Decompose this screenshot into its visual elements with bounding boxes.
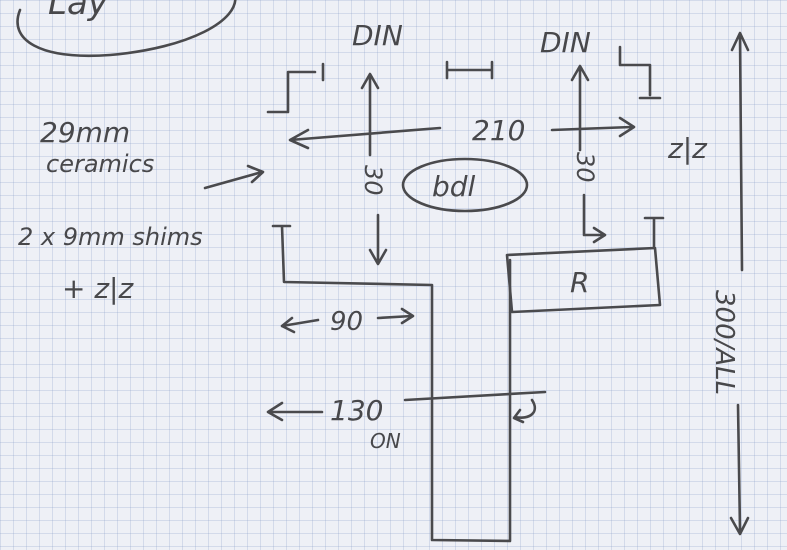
zlz-right-label: z|z (667, 132, 708, 165)
width-arrow-right (550, 116, 636, 138)
gap-right-label: 30 (571, 152, 599, 183)
dim-90-arrow-left (280, 316, 320, 334)
dim-90-arrow-right (376, 307, 415, 325)
on-label: ON (370, 429, 401, 453)
gap-arrow-right (582, 193, 607, 244)
corner-bracket-left (266, 62, 325, 114)
r-box-label: R (570, 266, 589, 299)
ceramics-label-line2: ceramics (46, 150, 154, 178)
vertical-total-arrow (729, 31, 750, 536)
width-arrow-left (288, 126, 442, 150)
din-label-left: DIN (352, 19, 403, 52)
bdl-bubble (401, 157, 529, 213)
dim-130-arrow-right (403, 390, 547, 424)
dim-130-arrow-left (266, 401, 324, 422)
ceramics-pointer-arrow (203, 164, 265, 190)
main-l-outline (271, 224, 512, 543)
dim-90-label: 90 (330, 307, 363, 337)
up-arrow-right (570, 64, 590, 152)
up-arrow-left (360, 72, 380, 157)
ceramics-label-line1: 29mm (40, 116, 130, 149)
gap-arrow-left (368, 213, 388, 266)
dimension-marker (445, 60, 494, 80)
dim-130-label: 130 (330, 394, 383, 427)
title-text: Lay (48, 0, 109, 23)
shims-label-line1: 2 x 9mm shims (18, 223, 203, 251)
width-label: 210 (472, 114, 525, 147)
bdl-label: bdl (432, 170, 476, 203)
r-box-outline (505, 216, 665, 314)
gap-left-label: 30 (359, 165, 387, 196)
din-label-right: DIN (540, 26, 591, 59)
title-bubble (16, 0, 237, 58)
vertical-total-label: 300/ALL (709, 290, 739, 395)
shims-label-line2: + z|z (62, 272, 134, 305)
corner-bracket-right (618, 45, 662, 100)
